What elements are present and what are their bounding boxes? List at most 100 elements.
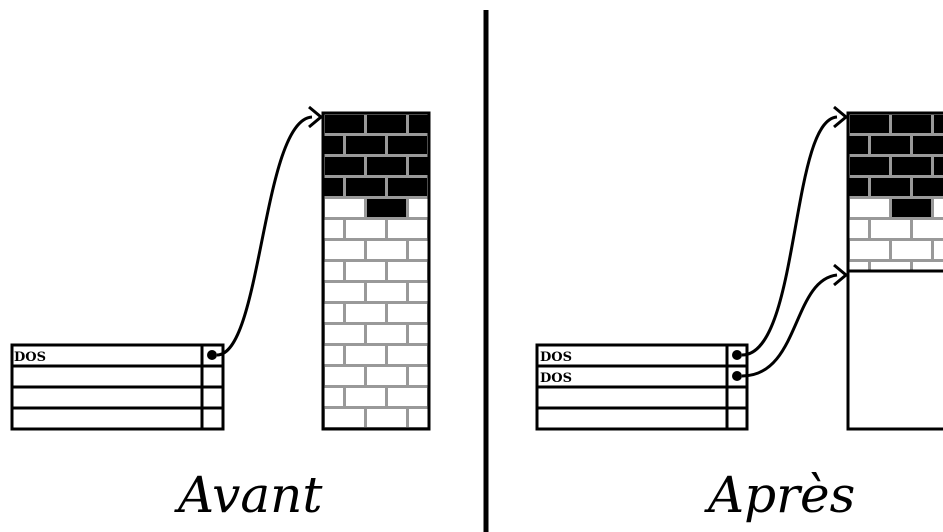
- disk-block: [787, 178, 826, 196]
- disk-block: [913, 262, 943, 271]
- after-caption: Après: [708, 466, 856, 524]
- disk-block: [323, 262, 343, 280]
- disk-block: [346, 304, 385, 322]
- disk-block: [325, 325, 364, 343]
- disk-block: [325, 241, 364, 259]
- before-pointer-dot: [207, 350, 217, 360]
- disk-block: [325, 283, 364, 301]
- disk-block: [892, 115, 931, 133]
- disk-block: [262, 262, 301, 280]
- disk-block: [409, 199, 429, 217]
- disk-block: [892, 157, 931, 175]
- disk-block: [283, 241, 322, 259]
- before-panel: DOS: [10, 105, 469, 431]
- disk-block: [367, 157, 406, 175]
- disk-block: [262, 220, 301, 238]
- disk-block: [913, 220, 943, 238]
- disk-block: [871, 136, 910, 154]
- disk-block: [323, 346, 343, 364]
- after-arrow-2: [741, 263, 849, 378]
- disk-block: [367, 199, 406, 217]
- disk-block: [323, 136, 343, 154]
- disk-block: [934, 199, 943, 217]
- disk-block: [934, 115, 943, 133]
- disk-block: [430, 346, 469, 364]
- disk-block: [388, 262, 427, 280]
- disk-block: [388, 220, 427, 238]
- disk-block: [409, 115, 429, 133]
- disk-block: [346, 178, 385, 196]
- disk-block: [808, 157, 847, 175]
- disk-block: [283, 199, 322, 217]
- after-arrow-1: [741, 105, 849, 357]
- disk-block: [325, 199, 364, 217]
- disk-block: [346, 220, 385, 238]
- disk-block: [323, 220, 343, 238]
- disk-block: [871, 220, 910, 238]
- after-partition-table: DOS DOS: [535, 343, 749, 431]
- disk-block: [325, 367, 364, 385]
- disk-block: [262, 346, 301, 364]
- after-panel: DOS DOS: [535, 105, 943, 431]
- disk-block: [323, 178, 343, 196]
- disk-block: [409, 157, 429, 175]
- disk-block: [262, 304, 301, 322]
- disk-block: [388, 178, 427, 196]
- disk-block: [871, 262, 910, 271]
- disk-block: [409, 367, 429, 385]
- disk-block: [325, 157, 364, 175]
- disk-block: [262, 178, 301, 196]
- disk-block: [430, 178, 469, 196]
- after-table-entry-2: DOS: [540, 371, 572, 386]
- disk-block: [850, 241, 889, 259]
- disk-block: [367, 241, 406, 259]
- disk-block: [283, 367, 322, 385]
- disk-block: [850, 157, 889, 175]
- disk-block: [848, 262, 868, 271]
- disk-block: [409, 409, 429, 427]
- disk-block: [430, 220, 469, 238]
- disk-block: [892, 199, 931, 217]
- disk-block: [367, 409, 406, 427]
- disk-block: [850, 199, 889, 217]
- before-arrow: [216, 105, 324, 357]
- disk-block: [848, 220, 868, 238]
- disk-block: [388, 304, 427, 322]
- disk-block: [409, 325, 429, 343]
- disk-block: [367, 115, 406, 133]
- before-disk: [262, 111, 469, 431]
- disk-block: [409, 283, 429, 301]
- after-pointer-dot-1: [732, 350, 742, 360]
- disk-block: [388, 136, 427, 154]
- disk-block: [848, 136, 868, 154]
- disk-block: [346, 388, 385, 406]
- after-table-entry-1: DOS: [540, 350, 572, 365]
- disk-block: [808, 241, 847, 259]
- disk-block: [892, 241, 931, 259]
- disk-block: [367, 283, 406, 301]
- disk-block: [283, 157, 322, 175]
- disk-block: [934, 157, 943, 175]
- disk-block: [323, 304, 343, 322]
- before-caption: Avant: [178, 466, 323, 524]
- disk-block: [346, 136, 385, 154]
- disk-block: [913, 178, 943, 196]
- disk-block: [850, 115, 889, 133]
- disk-block: [283, 409, 322, 427]
- disk-block: [262, 136, 301, 154]
- disk-block: [388, 388, 427, 406]
- disk-block: [367, 325, 406, 343]
- after-disk: [787, 111, 943, 431]
- disk-block: [808, 115, 847, 133]
- disk-block: [808, 199, 847, 217]
- before-partition-table: DOS: [10, 343, 225, 431]
- disk-block: [430, 388, 469, 406]
- disk-block: [325, 115, 364, 133]
- disk-block: [388, 346, 427, 364]
- disk-block: [871, 178, 910, 196]
- disk-block: [262, 388, 301, 406]
- disk-block: [283, 283, 322, 301]
- disk-block: [325, 409, 364, 427]
